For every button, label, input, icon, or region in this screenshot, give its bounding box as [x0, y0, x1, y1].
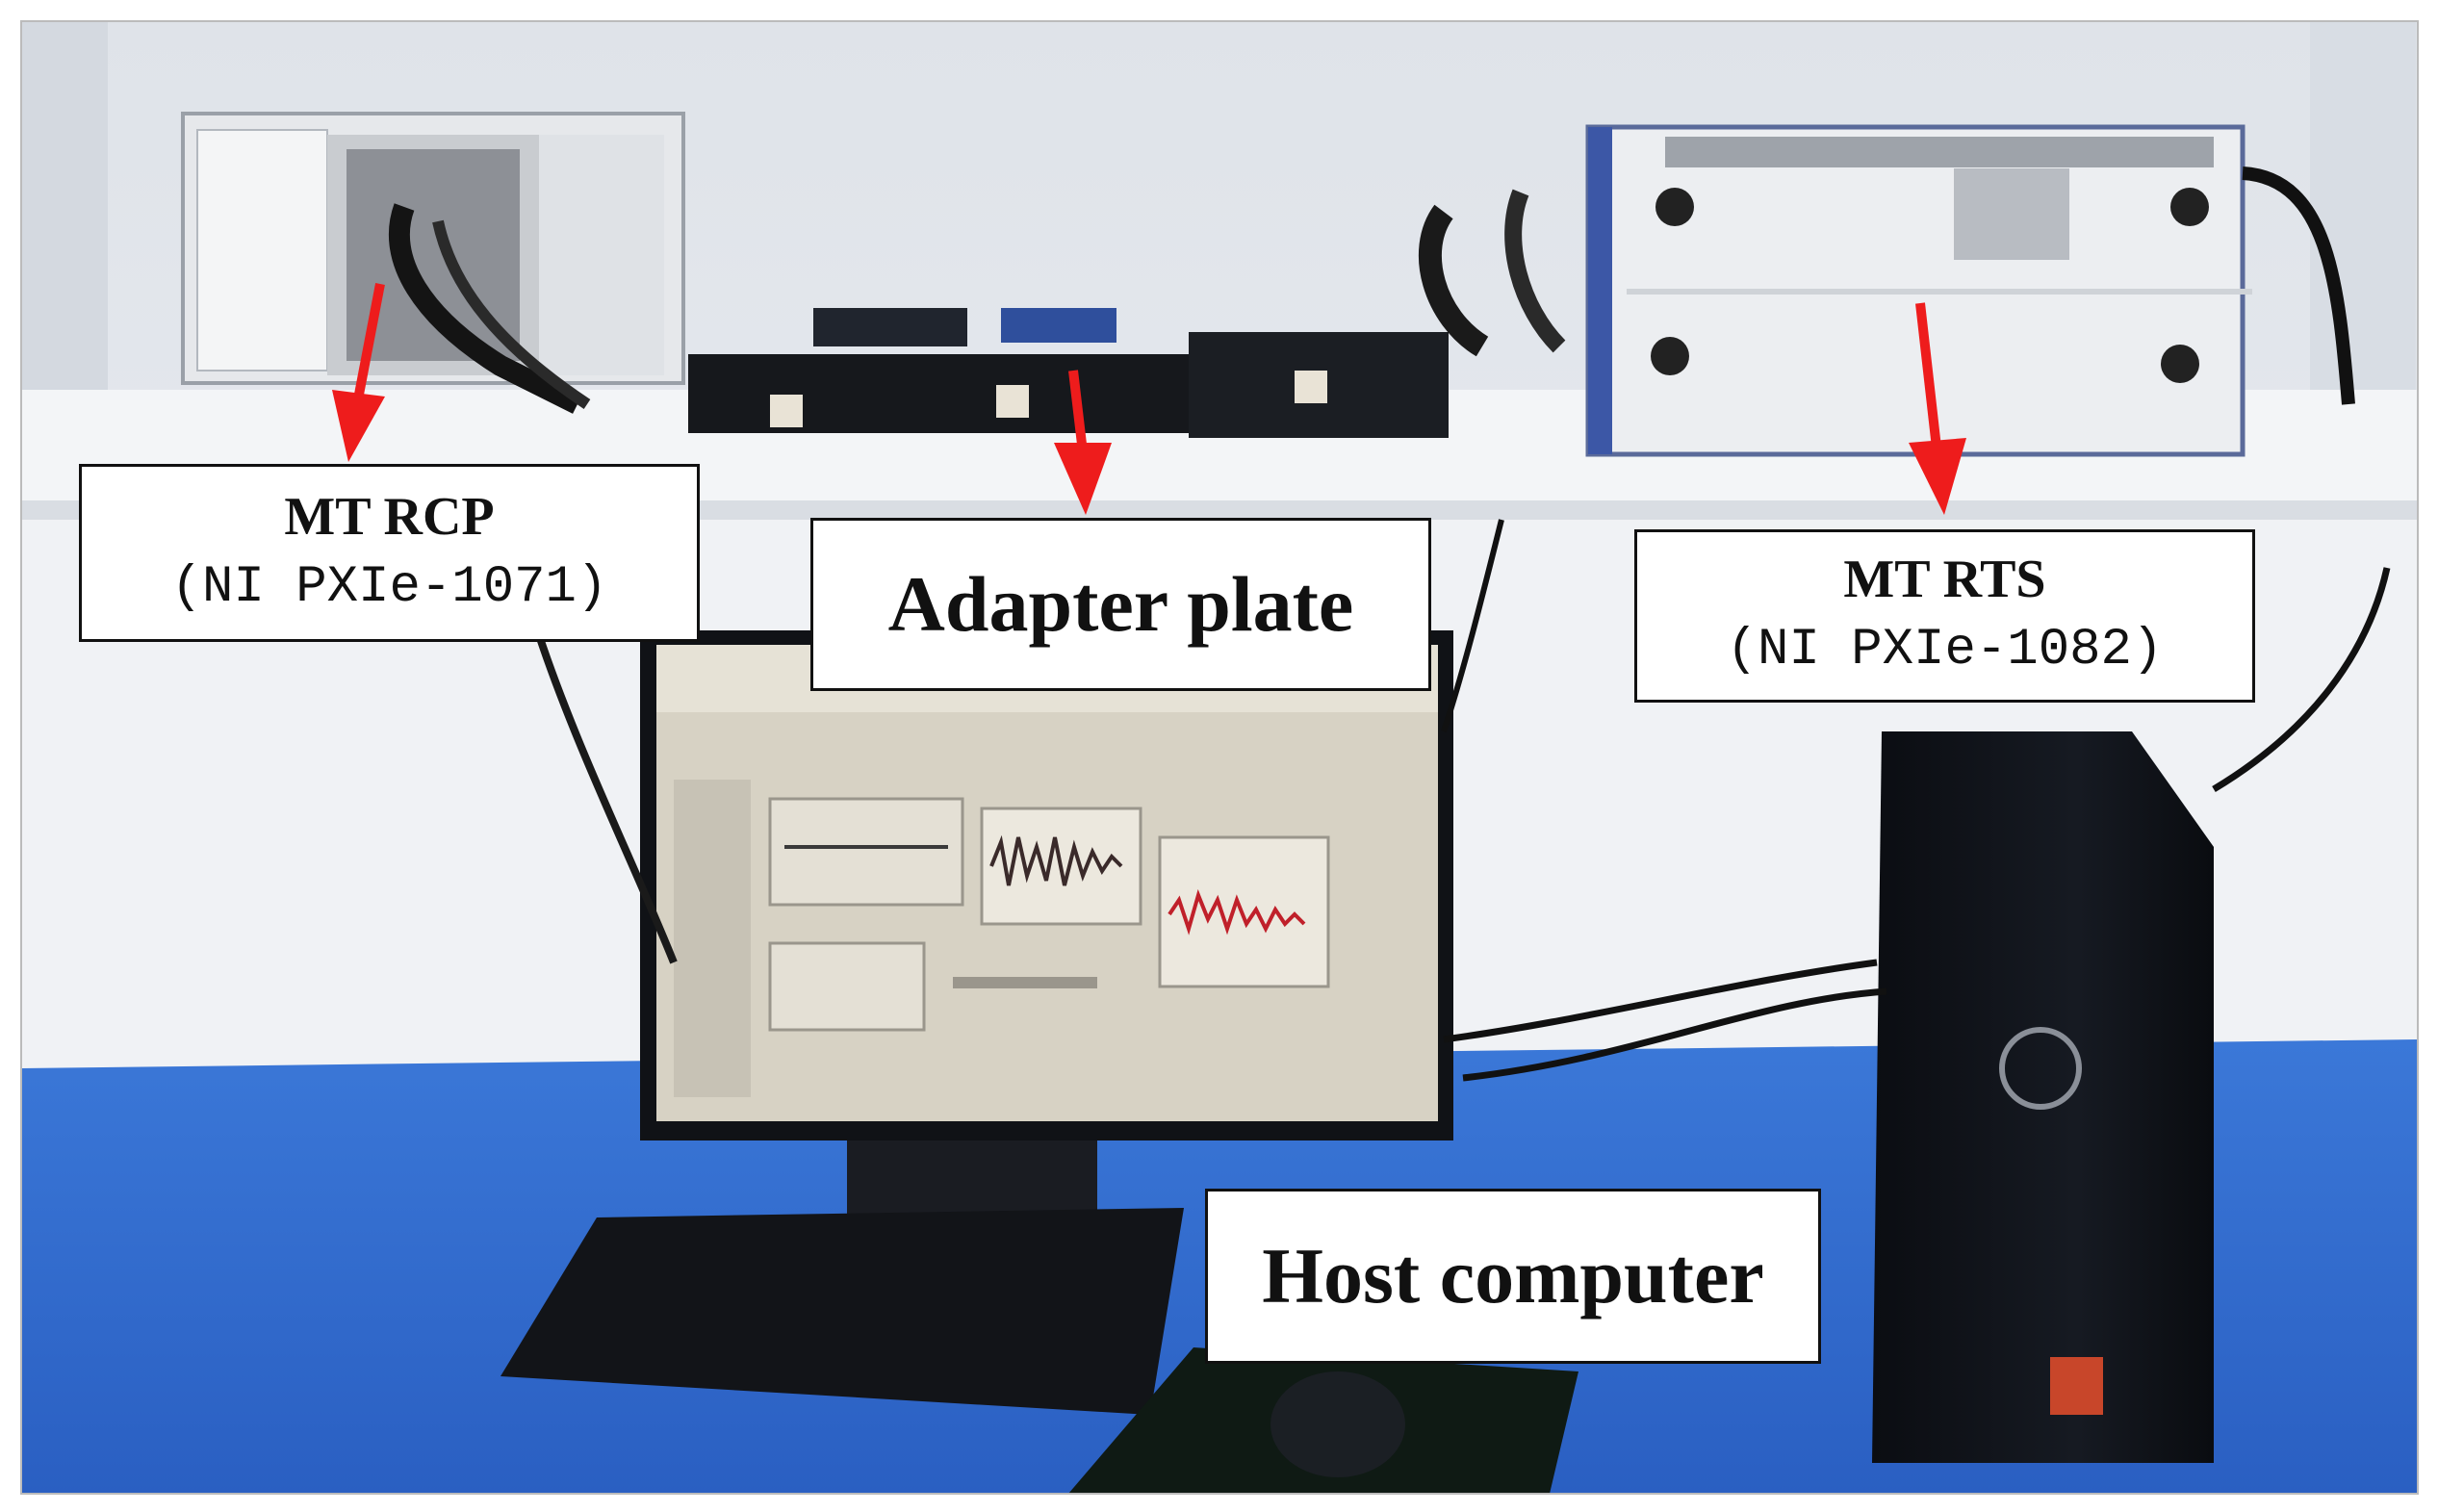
label-adapter-plate-name: Adapter plate: [887, 559, 1354, 648]
monitor: [640, 630, 1453, 1217]
label-mt-rcp-name: MT RCP: [284, 486, 495, 547]
cable: [1462, 987, 1887, 1082]
cable: [535, 633, 678, 964]
keyboard: [500, 1208, 1184, 1415]
label-adapter-plate: Adapter plate: [810, 518, 1431, 691]
label-mt-rts-name: MT RTS: [1843, 550, 2046, 610]
cable: [2212, 567, 2391, 793]
arrow-rcp: [332, 283, 385, 462]
arrow-rts: [1909, 302, 1966, 515]
image-border: [20, 20, 2419, 1495]
cable: [1441, 519, 1504, 732]
label-mt-rcp-model: (NI PXIe-1071): [170, 557, 608, 617]
rcp-chassis: [181, 112, 685, 414]
rts-chassis: [1585, 124, 2355, 457]
label-mt-rts: MT RTS (NI PXIe-1082): [1634, 529, 2255, 703]
label-host-computer: Host computer: [1205, 1189, 1821, 1364]
label-mt-rts-model: (NI PXIe-1082): [1726, 621, 2164, 680]
arrow-adapter: [1054, 370, 1112, 515]
label-mt-rcp: MT RCP (NI PXIe-1071): [79, 464, 700, 642]
label-host-computer-name: Host computer: [1262, 1231, 1764, 1320]
host-tower: [1872, 731, 2214, 1463]
adapter-plate-devices: [688, 189, 1566, 438]
cable: [1443, 959, 1878, 1043]
mouse: [1270, 1371, 1405, 1477]
